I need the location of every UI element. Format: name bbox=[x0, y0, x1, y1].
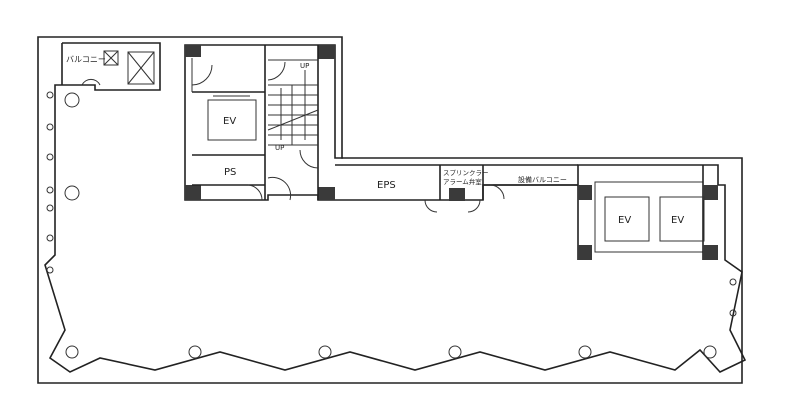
service-walls bbox=[335, 164, 578, 200]
column bbox=[185, 45, 201, 57]
door-swing bbox=[81, 78, 101, 86]
column bbox=[703, 185, 718, 200]
outer-frame bbox=[37, 36, 743, 384]
ps-label: PS bbox=[224, 167, 236, 178]
door-swing bbox=[267, 61, 319, 201]
door-swing bbox=[247, 184, 263, 201]
door-swing bbox=[191, 58, 213, 92]
stair-up-label: UP bbox=[300, 62, 309, 70]
stair-up-label: UP bbox=[275, 144, 284, 152]
column bbox=[578, 245, 592, 260]
column bbox=[449, 188, 465, 201]
elevator-left bbox=[207, 99, 257, 141]
staircase bbox=[267, 59, 319, 201]
core-walls bbox=[577, 165, 704, 260]
ev-label: EV bbox=[671, 215, 684, 226]
shaft-cross-icon bbox=[127, 51, 155, 85]
elevator-right-2 bbox=[659, 196, 705, 242]
shaft-small bbox=[103, 50, 119, 66]
ev-label: EV bbox=[618, 215, 631, 226]
building-outline bbox=[44, 42, 747, 373]
balcony-label: バルコニー bbox=[66, 55, 106, 64]
elevator-right-1 bbox=[604, 196, 650, 242]
sprinkler-label: スプリンクラー bbox=[443, 169, 489, 177]
door-swing bbox=[424, 184, 505, 213]
column bbox=[185, 185, 201, 200]
eps-label: EPS bbox=[377, 180, 396, 191]
shaft-cross-icon bbox=[103, 50, 119, 66]
ev-label: EV bbox=[223, 116, 236, 127]
sprinkler-label: アラーム弁室 bbox=[443, 177, 482, 186]
column bbox=[703, 245, 718, 260]
column bbox=[318, 45, 335, 59]
column bbox=[578, 185, 592, 200]
column bbox=[318, 187, 335, 200]
shaft-large bbox=[127, 51, 155, 85]
core-walls bbox=[192, 45, 319, 200]
perimeter-columns bbox=[46, 91, 737, 359]
equipment-balcony-label: 設備バルコニー bbox=[518, 175, 567, 184]
